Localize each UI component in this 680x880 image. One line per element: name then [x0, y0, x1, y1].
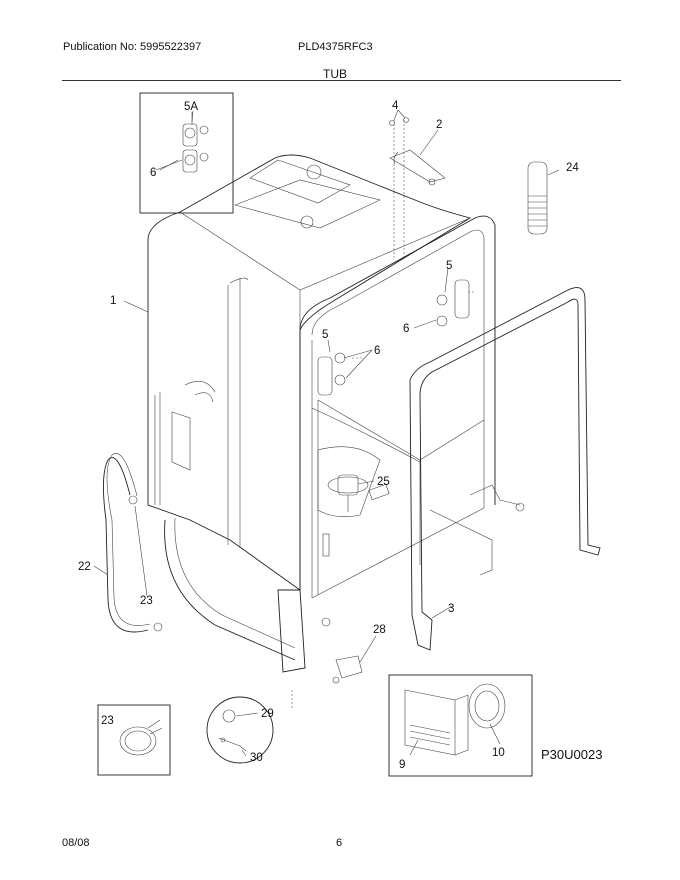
callout-28: 28: [373, 624, 386, 636]
hinge-bracket-right: [436, 279, 476, 327]
page-number: 6: [336, 837, 343, 849]
hinge-bracket-left: [317, 352, 362, 396]
callout-1: 1: [110, 295, 116, 307]
inset-thermostat: [206, 696, 274, 764]
inset-mount-brackets: [139, 92, 234, 214]
callout-24: 24: [566, 162, 579, 174]
callouts: 1 2 3 4 5A 5 5 6 6 6 9 10 22 23 23 24 25…: [78, 100, 579, 771]
callout-2: 2: [436, 119, 442, 131]
tub-body: [147, 154, 472, 591]
callout-5-left: 5: [322, 329, 328, 341]
leader-lines: [93, 109, 560, 757]
callout-6-inset: 6: [150, 167, 156, 179]
vent-pipe: [527, 161, 548, 235]
callout-29: 29: [261, 708, 274, 720]
base-frame: [164, 484, 525, 673]
footer-date: 08/08: [62, 837, 90, 849]
header-rule: [62, 80, 621, 81]
callout-6-right: 6: [403, 323, 409, 335]
callout-5-right: 5: [446, 260, 452, 272]
model-number: PLD4375RFC3: [298, 41, 373, 53]
callout-25: 25: [377, 476, 390, 488]
callout-23-inset: 23: [101, 715, 114, 727]
callout-6-left: 6: [374, 345, 380, 357]
callout-4: 4: [392, 100, 399, 112]
callout-3: 3: [448, 603, 454, 615]
callout-9: 9: [399, 759, 405, 771]
float-switch: [291, 655, 363, 710]
door-gasket: [409, 287, 601, 651]
callout-30: 30: [250, 752, 263, 764]
drain-hose: [103, 453, 163, 633]
callout-5a: 5A: [184, 101, 198, 113]
inset-control-board: [388, 674, 533, 777]
publication-number: Publication No: 5995522397: [63, 41, 202, 53]
section-title: TUB: [323, 67, 347, 81]
callout-23-main: 23: [140, 595, 153, 607]
callout-10: 10: [492, 747, 505, 759]
sump-assembly: [317, 446, 390, 557]
mounting-bracket: [389, 117, 446, 260]
diagram-reference: P30U0023: [541, 747, 603, 762]
inset-hose-clamp: [97, 704, 171, 776]
callout-22: 22: [78, 561, 91, 573]
